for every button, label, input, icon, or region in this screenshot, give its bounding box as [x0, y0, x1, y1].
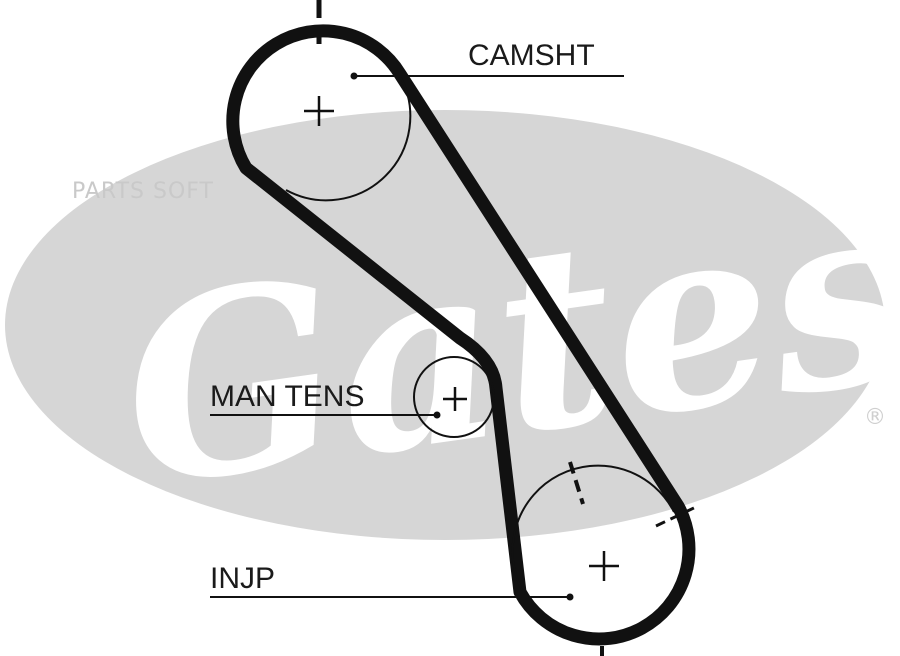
label-injection-pump: INJP: [210, 562, 275, 595]
label-camshaft: CAMSHT: [468, 39, 595, 72]
injection-pump-leader-dot: [566, 593, 574, 601]
timing-belt: [226, 24, 696, 646]
tensioner-leader-dot: [433, 411, 441, 419]
camshaft-leader-dot: [350, 72, 358, 80]
tensioner-pulley-circle: [413, 356, 495, 438]
injection-pump-timing-mark: [568, 461, 585, 505]
leader-lines: [210, 72, 624, 601]
registered-mark: ®: [864, 405, 886, 430]
camshaft-pulley: [285, 0, 412, 202]
injection-pump-pulley-arc: [511, 464, 675, 591]
label-tensioner: MAN TENS: [210, 380, 364, 413]
camshaft-pulley-arc: [285, 75, 412, 202]
tensioner-pulley: [413, 356, 495, 438]
injection-pump-pulley: [511, 461, 699, 656]
injection-pump-timing-mark: [655, 504, 699, 528]
parts-soft-watermark: PARTS SOFT: [72, 179, 214, 204]
